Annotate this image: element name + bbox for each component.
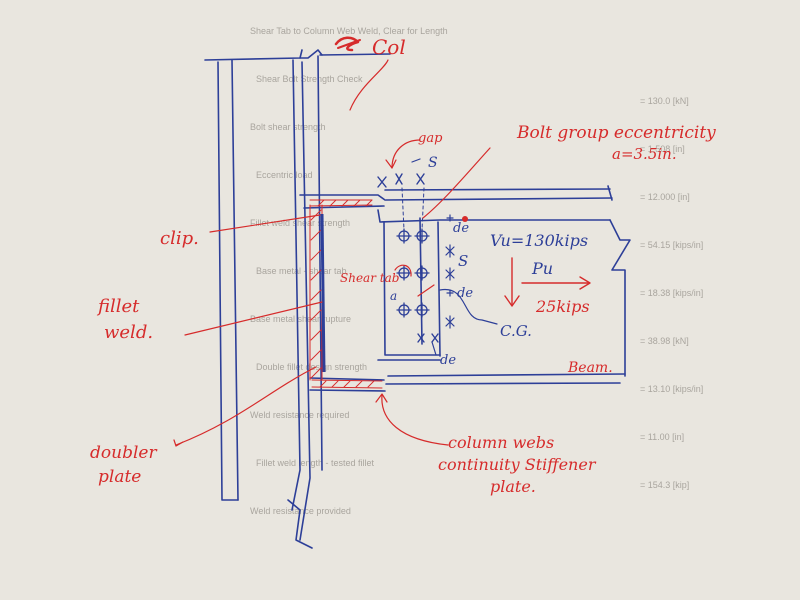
de-top-label: de (453, 221, 469, 236)
background-text-line: Eccentric load (256, 170, 313, 180)
shear-tab-label: Shear tab (340, 271, 399, 285)
column (204, 49, 391, 549)
weld-label: weld. (104, 322, 153, 343)
bolt-group-leader (422, 147, 491, 219)
continuity-leader (381, 394, 449, 446)
bolt-group-label: Bolt group eccentricity (516, 123, 716, 143)
background-text-line: Bolt shear strength (250, 122, 326, 132)
shear-tab (383, 217, 441, 357)
continuity-label-2: continuity Stiffener (438, 455, 597, 474)
background-text-line: = 12.000 [in] (640, 192, 690, 202)
dimension-marks (377, 158, 455, 356)
gap-arrowhead (385, 159, 397, 169)
bolt-group (396, 228, 430, 318)
background-text-line: = 18.38 [kips/in] (640, 288, 703, 298)
de-low-label: de (457, 286, 473, 301)
gap-leader (391, 139, 421, 169)
continuity-arrowhead (375, 393, 388, 403)
background-text-line: = 11.00 [in] (640, 432, 684, 442)
fillet-weld-leader (184, 301, 323, 336)
de-bottom-label: de (440, 353, 456, 368)
background-text-line: Fillet weld shear strength (250, 218, 350, 228)
fillet-label: fillet (96, 296, 140, 317)
a-label: a (390, 289, 397, 303)
col-leader (349, 59, 389, 111)
background-text-line: Shear Bolt Strength Check (256, 74, 363, 84)
background-text-line: Fillet weld length - tested fillet (256, 458, 375, 468)
col-scribble (334, 36, 361, 52)
background-text-line: Shear Tab to Column Web Weld, Clear for … (250, 26, 448, 36)
clip-leader (209, 214, 321, 233)
background-text-line: = 1.508 [in] (640, 144, 685, 154)
a-arc (394, 264, 412, 277)
gap-label: gap (418, 131, 443, 146)
continuity-stiffener-top (299, 194, 386, 209)
background-text-line: Base metal - shear tab (256, 266, 347, 276)
shear-tab-leader (417, 284, 435, 297)
de-top-dot (462, 216, 468, 222)
pu-label: Pu (531, 259, 553, 278)
doubler-plate-hatch (309, 199, 383, 389)
background-text-line: = 130.0 [kN] (640, 96, 689, 106)
eccentricity-label: a=3.5in. (612, 145, 677, 163)
background-worksheet: Shear Tab to Column Web Weld, Clear for … (250, 26, 703, 516)
doubler-label-2: plate (98, 467, 141, 487)
kips25-label: 25kips (535, 297, 590, 316)
beam (377, 185, 631, 385)
background-text-line: Double fillet design strength (256, 362, 367, 372)
beam-label: Beam. (567, 360, 613, 376)
s-mid-label: S (458, 252, 468, 270)
continuity-label-1: column webs (448, 433, 554, 452)
cg-leader (439, 289, 498, 325)
col-label: Col (372, 35, 406, 59)
cg-label: C.G. (500, 322, 532, 340)
clip-label: clip. (160, 228, 199, 249)
background-text-line: = 54.15 [kips/in] (640, 240, 703, 250)
background-text-line: = 154.3 [kip] (640, 480, 689, 490)
doubler-arrowhead (173, 439, 184, 447)
doubler-leader (175, 366, 317, 446)
s-top-label: S (428, 155, 438, 171)
background-text-line: = 38.98 [kN] (640, 336, 689, 346)
continuity-label-3: plate. (490, 477, 536, 496)
vu-label: Vu=130kips (490, 231, 588, 250)
background-text-line: Base metal shear rupture (250, 314, 351, 324)
background-text-line: = 13.10 [kips/in] (640, 384, 703, 394)
load-arrows (504, 257, 591, 307)
doubler-label-1: doubler (90, 443, 157, 463)
